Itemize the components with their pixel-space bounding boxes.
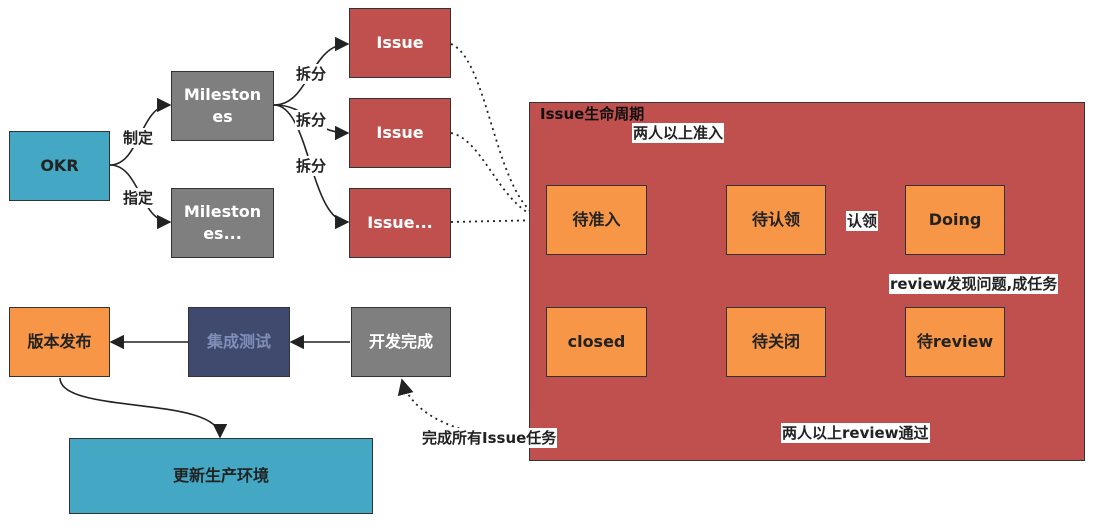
- edge-release-prod: [59, 377, 228, 439]
- milestone-node-2: Mileston es...: [171, 188, 274, 258]
- milestone-node-1: Mileston es: [171, 71, 274, 141]
- issue-node-3: Issue...: [349, 188, 451, 258]
- edge-label-review-issue: review发现问题,成任务: [889, 274, 1059, 294]
- edge-label-admit: 两人以上准入: [632, 123, 725, 143]
- edge-label-zhiding-2: 指定: [122, 188, 155, 208]
- okr-node: OKR: [9, 131, 110, 201]
- state-pending-review: 待review: [905, 307, 1005, 377]
- edge-label-zhiding-1: 制定: [122, 128, 155, 148]
- issue-node-2: Issue: [349, 98, 451, 168]
- edge-label-review-pass: 两人以上review通过: [781, 423, 930, 443]
- state-closed: closed: [546, 307, 647, 377]
- state-pending-claim: 待认领: [726, 185, 826, 255]
- release-node: 版本发布: [9, 307, 110, 377]
- update-prod-node: 更新生产环境: [69, 438, 373, 514]
- lifecycle-title: Issue生命周期: [540, 105, 645, 123]
- state-pending-close: 待关闭: [726, 307, 826, 377]
- edge-label-chaifen-1: 拆分: [295, 64, 328, 84]
- state-doing: Doing: [905, 185, 1005, 255]
- edge-label-all-done: 完成所有Issue任务: [421, 428, 558, 448]
- integration-test-node: 集成测试: [188, 307, 290, 377]
- edge-label-chaifen-2: 拆分: [295, 110, 328, 130]
- dev-done-node: 开发完成: [351, 307, 451, 377]
- edge-label-chaifen-3: 拆分: [295, 156, 328, 176]
- edge-label-claim: 认领: [846, 211, 879, 231]
- issue-node-1: Issue: [349, 8, 451, 78]
- state-pending-admit: 待准入: [546, 185, 647, 255]
